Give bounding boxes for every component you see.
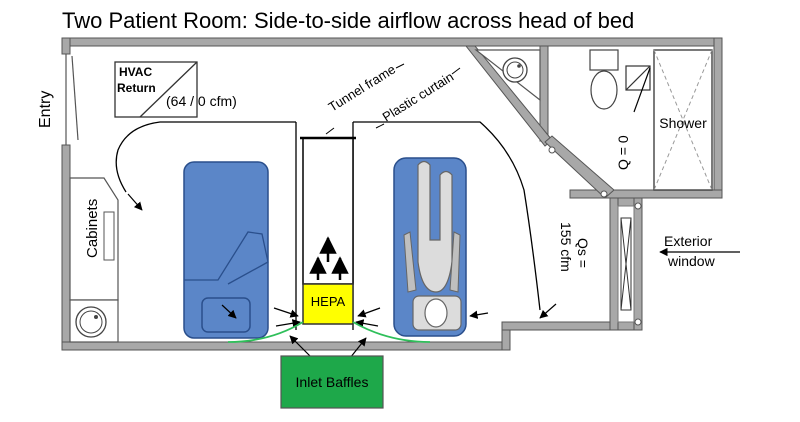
tunnel-frame [300,136,356,285]
entry-label: Entry [37,91,54,128]
bathroom-q-label: Q = 0 [615,135,631,170]
inlet-baffles-box [280,355,384,409]
bed-right [393,157,467,337]
left-curtain [115,121,296,193]
qs-label-line1: Qs = [575,238,591,268]
cabinets-label: Cabinets [84,199,101,258]
hvac-flow-label: (64 / 0 cfm) [166,93,237,109]
shower [653,49,713,191]
inlet-baffles-label: Inlet Baffles [296,374,369,390]
bathroom-exhaust [625,65,651,113]
room-walls [61,37,723,351]
inlet-baffle-pointers [289,335,367,359]
diagram-title: Two Patient Room: Side-to-side airflow a… [62,8,634,33]
hepa-filter [302,283,354,325]
toilet [589,49,619,110]
hvac-label-line1: HVAC [119,65,152,79]
exterior-window-label-line1: Exterior [664,233,713,249]
shower-label: Shower [659,115,707,131]
hepa-label: HEPA [311,294,346,309]
inlet-baffle-curves [227,321,431,343]
bathroom-sink [474,49,541,102]
entry-door [65,54,79,145]
hvac-label-line2: Return [117,81,156,95]
right-curtain [353,121,541,311]
airflow-arrows [127,193,740,328]
hvac-return [114,61,198,118]
exterior-window-label-line2: window [667,253,716,269]
hepa-outflow-arrows [309,236,349,280]
bed-left [183,161,269,339]
qs-label-line2: 155 cfm [558,222,574,272]
cabinets [69,177,119,343]
